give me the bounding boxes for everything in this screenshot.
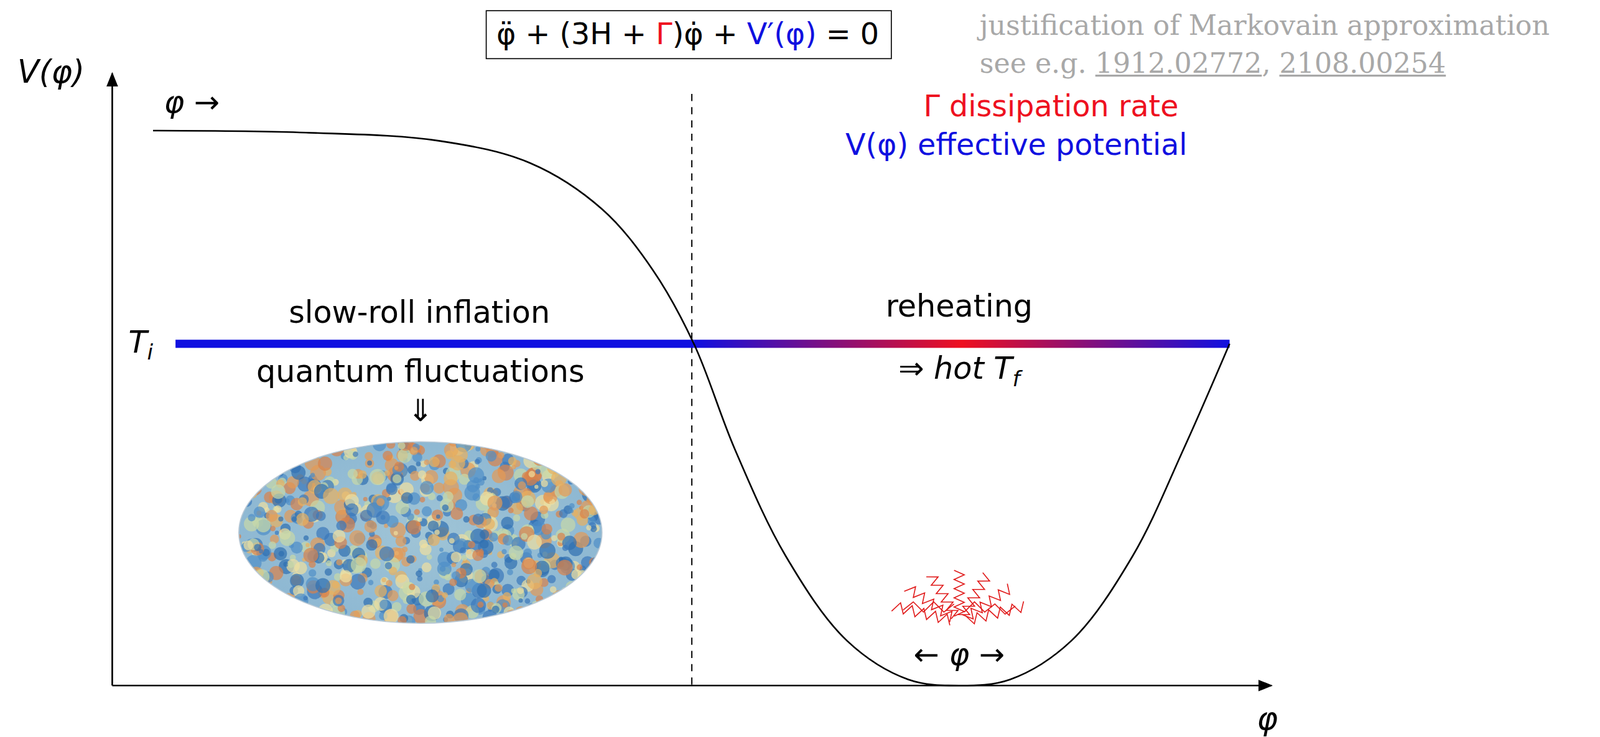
cmb-outline [238, 441, 603, 624]
legend-note: V(φ) effective potential [845, 129, 1188, 162]
dashed-divider [691, 93, 693, 686]
axis-label: φ [1256, 701, 1278, 736]
potential-curve [153, 130, 1230, 686]
reference-note: see e.g. 1912.02772, 2108.00254 [979, 47, 1447, 79]
cmb-map [233, 434, 607, 629]
phase-label: slow-roll inflation [288, 295, 550, 330]
phase-label: reheating [885, 289, 1033, 323]
radiation-wiggles [891, 570, 1024, 626]
phase-label: quantum fluctuations [256, 354, 585, 389]
y-axis [111, 73, 114, 686]
arrow-symbol: ⇓ [407, 393, 433, 427]
legend-note: Γ dissipation rate [923, 90, 1179, 124]
axis-label: V(φ) [17, 54, 85, 89]
reheating-bar [693, 339, 1230, 348]
temperature-bar [175, 339, 694, 348]
temperature-label: Ti [128, 324, 154, 365]
oscillation-label: ← φ → [913, 637, 1005, 671]
temperature-label: ⇒ hot Tf [898, 351, 1020, 392]
reference-note: justification of Markovain approximation [979, 10, 1550, 42]
direction-label: φ → [164, 85, 220, 119]
equation-box: φ̈ + (3H + Γ)φ̇ + V′(φ) = 0 [485, 9, 893, 60]
equation-text: φ̈ + (3H + Γ)φ̇ + V′(φ) = 0 [496, 16, 880, 52]
